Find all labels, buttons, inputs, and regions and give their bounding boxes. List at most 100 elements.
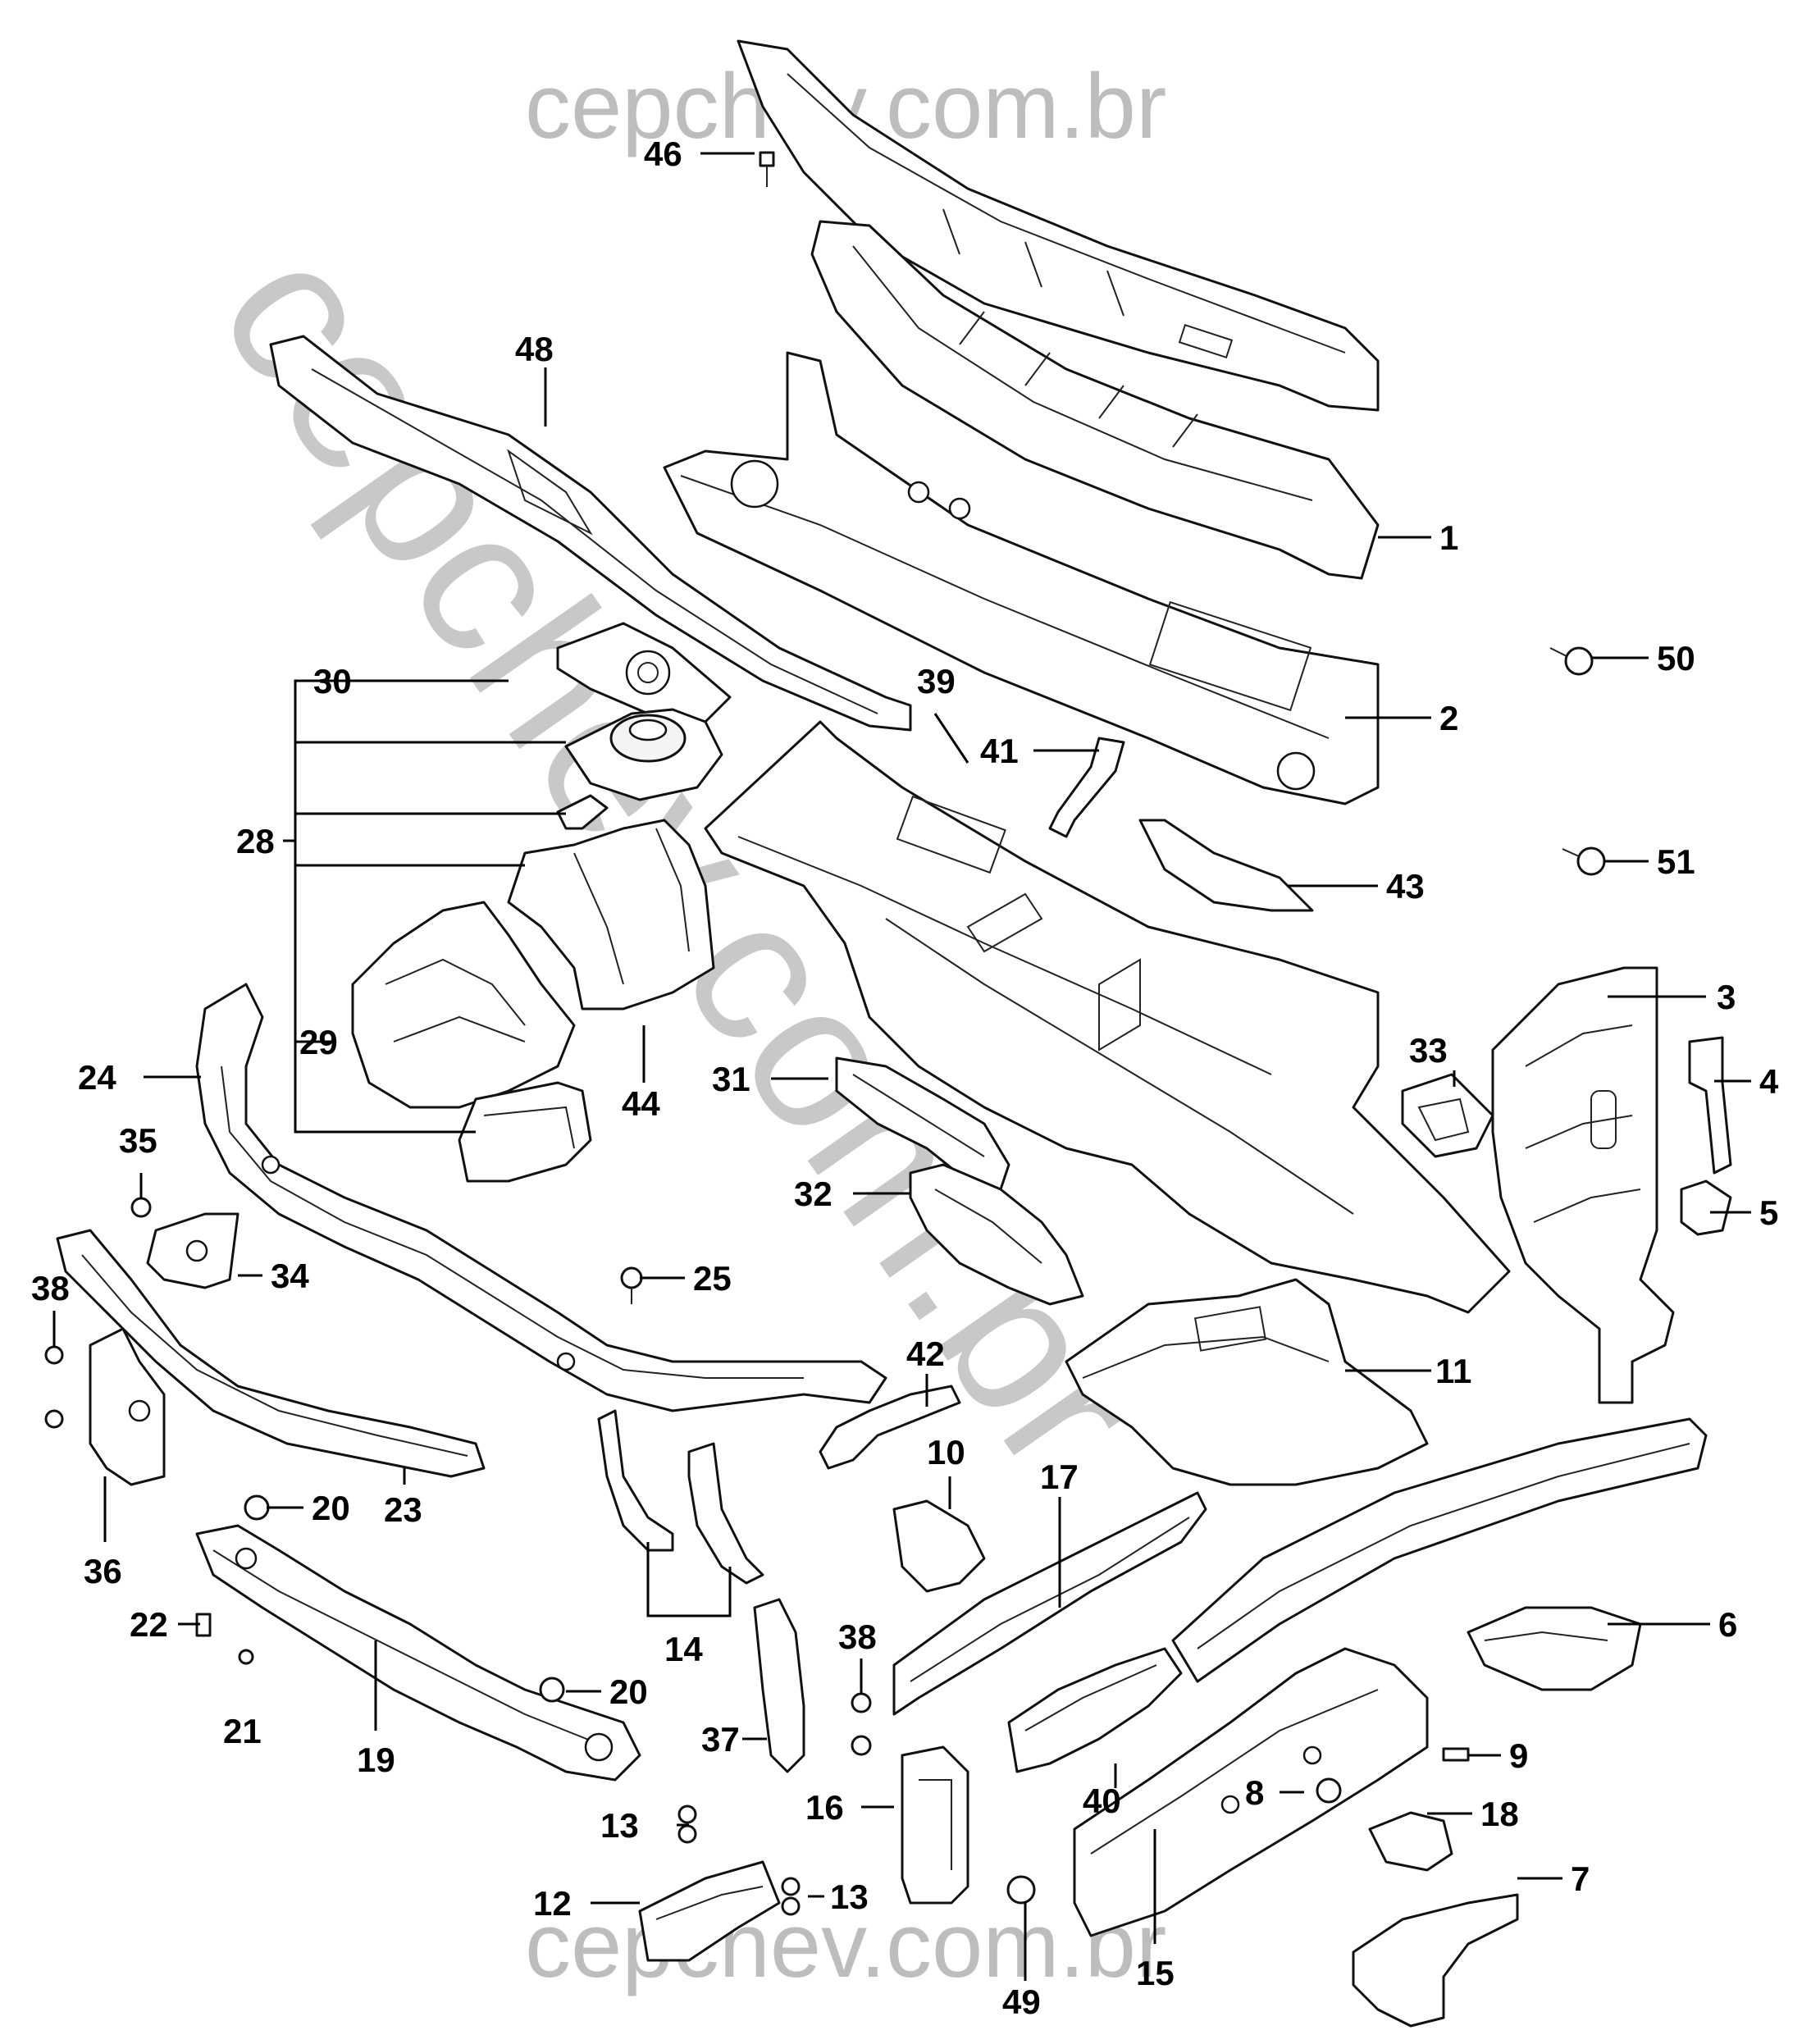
callout-13-bottom: 13 bbox=[830, 1877, 869, 1916]
part-strut-tower-cap bbox=[564, 708, 723, 801]
part-lower-crossmember bbox=[195, 1524, 641, 1782]
callout-13-top: 13 bbox=[600, 1806, 639, 1845]
callout-11: 11 bbox=[1435, 1352, 1471, 1390]
callout-28: 28 bbox=[236, 822, 275, 860]
callout-38-left: 38 bbox=[31, 1269, 70, 1307]
callout-37: 37 bbox=[701, 1720, 740, 1759]
callout-14: 14 bbox=[664, 1630, 703, 1668]
callout-42: 42 bbox=[906, 1335, 945, 1373]
leader-lines bbox=[52, 152, 1751, 1981]
callout-49: 49 bbox=[1002, 1982, 1041, 2021]
callout-10: 10 bbox=[927, 1433, 965, 1471]
part-front-floor-dash bbox=[704, 720, 1511, 1314]
callout-40: 40 bbox=[1083, 1782, 1121, 1820]
part-lower-tie-bar bbox=[56, 1229, 486, 1478]
callout-38-mid: 38 bbox=[838, 1617, 877, 1656]
callout-7: 7 bbox=[1571, 1859, 1590, 1898]
callout-25: 25 bbox=[693, 1259, 732, 1298]
callout-1: 1 bbox=[1439, 518, 1458, 557]
callout-41: 41 bbox=[980, 732, 1019, 770]
part-rocker-rail bbox=[1171, 1417, 1708, 1683]
fastener-21 bbox=[238, 1649, 254, 1665]
callout-6: 6 bbox=[1718, 1605, 1737, 1644]
part-strut-tower-plate bbox=[556, 622, 732, 723]
fastener-13-top bbox=[677, 1804, 697, 1844]
part-strap-bracket bbox=[1048, 737, 1125, 838]
fastener-35 bbox=[130, 1197, 152, 1218]
part-bracket-14-right bbox=[687, 1442, 764, 1585]
part-bracket-7 bbox=[1352, 1893, 1519, 2028]
callout-2: 2 bbox=[1439, 699, 1458, 737]
callout-8: 8 bbox=[1245, 1773, 1264, 1812]
callout-48: 48 bbox=[515, 330, 554, 368]
callout-18: 18 bbox=[1480, 1795, 1519, 1833]
part-clip-42 bbox=[819, 1385, 961, 1470]
part-crash-box-12 bbox=[638, 1860, 781, 1962]
fastener-20-bottom bbox=[539, 1677, 565, 1703]
fastener-20-top bbox=[244, 1494, 270, 1521]
part-cowl-reinforcement bbox=[810, 220, 1380, 580]
part-rail-17 bbox=[892, 1491, 1207, 1716]
part-bracket-36 bbox=[89, 1327, 166, 1486]
callout-29: 29 bbox=[299, 1023, 338, 1061]
callout-39: 39 bbox=[917, 662, 956, 700]
callout-23: 23 bbox=[384, 1490, 422, 1529]
callout-17: 17 bbox=[1040, 1458, 1079, 1496]
callout-35: 35 bbox=[119, 1121, 157, 1160]
part-plenum-extension bbox=[269, 335, 912, 732]
part-lower-bracket-28 bbox=[458, 1081, 592, 1183]
callout-16: 16 bbox=[805, 1788, 844, 1827]
part-hinge-pillar-panel bbox=[1491, 966, 1675, 1404]
part-upper-tie-bar bbox=[195, 983, 887, 1412]
part-bracket-5 bbox=[1680, 1179, 1732, 1236]
part-bracket-10 bbox=[892, 1499, 986, 1593]
fastener-38-mid bbox=[851, 1692, 872, 1756]
fastener-13-bottom bbox=[781, 1877, 801, 1916]
part-wheelhouse-panel bbox=[507, 819, 715, 1011]
fastener-9 bbox=[1442, 1747, 1470, 1762]
callout-19: 19 bbox=[357, 1741, 395, 1779]
part-upper-cowl-panel bbox=[737, 39, 1380, 412]
part-bracket-14-left bbox=[597, 1409, 674, 1552]
callout-43: 43 bbox=[1386, 867, 1425, 906]
part-front-frame-rail bbox=[1073, 1647, 1429, 1937]
callout-3: 3 bbox=[1717, 978, 1736, 1016]
callout-51: 51 bbox=[1657, 842, 1695, 881]
callout-21: 21 bbox=[223, 1712, 262, 1750]
callout-46: 46 bbox=[644, 135, 682, 173]
callout-44: 44 bbox=[622, 1084, 660, 1123]
callout-34: 34 bbox=[271, 1257, 309, 1295]
callout-32: 32 bbox=[794, 1175, 833, 1213]
part-small-panel-33 bbox=[1401, 1073, 1494, 1158]
fastener-46 bbox=[759, 151, 775, 187]
callout-20-bottom: 20 bbox=[609, 1672, 648, 1711]
part-reinforcement-16 bbox=[901, 1745, 969, 1905]
callout-36: 36 bbox=[84, 1552, 122, 1590]
part-bracket-37 bbox=[753, 1598, 805, 1773]
callout-4: 4 bbox=[1759, 1062, 1779, 1101]
callout-33: 33 bbox=[1409, 1031, 1448, 1070]
part-floor-panel bbox=[1065, 1278, 1429, 1486]
callout-50: 50 bbox=[1657, 639, 1695, 678]
fastener-49 bbox=[1006, 1875, 1036, 1905]
watermark-bottom: cepchev.com.br bbox=[525, 1894, 1166, 1996]
fastener-50 bbox=[1549, 646, 1594, 676]
part-bracket-34 bbox=[146, 1212, 239, 1289]
part-reinforcement-bracket bbox=[1138, 819, 1314, 912]
callout-12: 12 bbox=[533, 1884, 572, 1923]
callout-22: 22 bbox=[130, 1605, 168, 1644]
callout-15: 15 bbox=[1136, 1954, 1175, 1992]
part-rail-extension-32 bbox=[909, 1163, 1084, 1306]
callout-24: 24 bbox=[78, 1058, 116, 1097]
part-bracket-6 bbox=[1467, 1606, 1642, 1691]
callout-31: 31 bbox=[712, 1060, 750, 1098]
fastener-51 bbox=[1562, 846, 1606, 876]
callout-20-top: 20 bbox=[312, 1489, 350, 1527]
callout-30: 30 bbox=[313, 662, 352, 700]
fastener-8 bbox=[1316, 1777, 1342, 1804]
callout-9: 9 bbox=[1509, 1736, 1528, 1775]
part-small-bracket-28 bbox=[556, 794, 609, 830]
callout-labels: 1 2 3 4 5 6 7 8 9 10 11 12 13 13 14 15 1… bbox=[31, 135, 1779, 2021]
part-dash-panel bbox=[663, 351, 1380, 805]
